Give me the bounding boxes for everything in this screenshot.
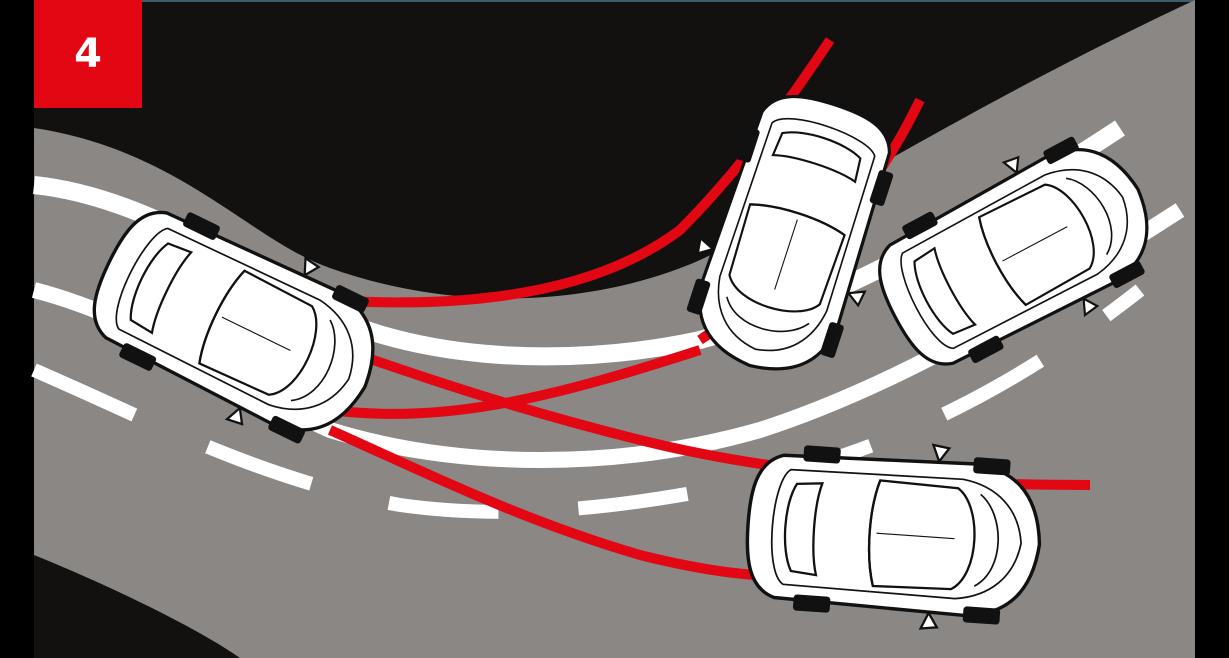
frame-top-border bbox=[34, 0, 1195, 2]
lane-dashed-line bbox=[31, 284, 1145, 519]
trajectory-cross-2 bbox=[329, 345, 702, 419]
road-shoulder-shadow bbox=[34, 555, 240, 658]
step-number: 4 bbox=[74, 31, 102, 77]
step-badge: 4 bbox=[34, 0, 142, 108]
